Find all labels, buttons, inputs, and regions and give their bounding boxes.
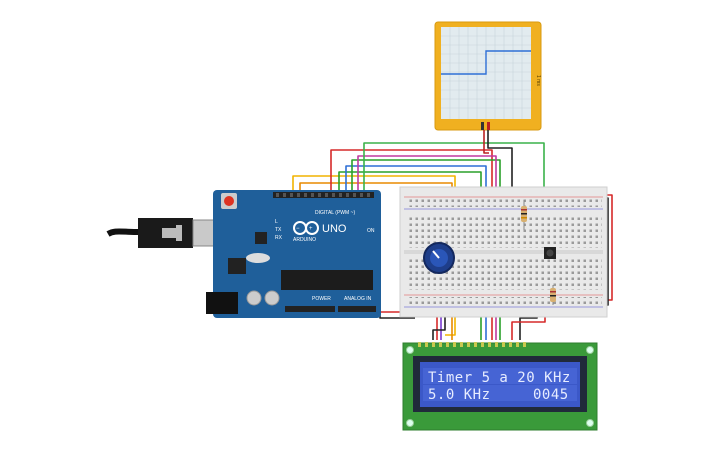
arduino-uno-board[interactable]: DIGITAL (PWM ~) − + UNO ARDUINO L TX RX … <box>206 190 381 318</box>
lcd-line-1: Timer 5 a 20 KHz <box>428 370 571 386</box>
power-header[interactable] <box>285 306 335 312</box>
mount-hole-tr <box>586 346 594 354</box>
breadboard[interactable] <box>399 186 608 318</box>
on-label: ON <box>367 228 375 234</box>
led-tx-label: TX <box>275 227 282 233</box>
potentiometer-pointer <box>432 250 440 259</box>
brand-label: ARDUINO <box>293 237 316 243</box>
wire-red-scope <box>483 130 489 154</box>
power-jack[interactable] <box>206 292 238 314</box>
mount-hole-bl <box>406 419 414 427</box>
wire-black-scope <box>487 130 513 195</box>
regulator <box>228 258 246 274</box>
bottom-rail-holes[interactable] <box>406 297 602 305</box>
resistor-2[interactable] <box>550 285 556 305</box>
model-label: UNO <box>322 223 347 235</box>
capacitor-2 <box>264 290 280 306</box>
oscilloscope-trace <box>441 50 531 75</box>
top-rail-holes[interactable] <box>406 199 602 207</box>
analog-header[interactable] <box>338 306 376 312</box>
logo-minus: − <box>296 226 300 232</box>
power-label: POWER <box>312 296 331 302</box>
lcd-line-2-right: 0045 <box>533 387 569 403</box>
lcd-pins[interactable] <box>418 342 526 347</box>
oscilloscope[interactable]: 1 ms <box>434 21 542 131</box>
usb-chip <box>255 232 267 244</box>
resistor-1[interactable] <box>521 200 527 230</box>
push-button[interactable] <box>544 247 556 259</box>
potentiometer[interactable] <box>423 242 455 274</box>
usb-cable[interactable] <box>106 218 232 248</box>
led-l-label: L <box>275 219 278 225</box>
crystal <box>246 253 270 263</box>
mount-hole-br <box>586 419 594 427</box>
mount-hole-tl <box>406 346 414 354</box>
arduino-logo: − + <box>293 221 319 235</box>
oscilloscope-timebase-label: 1 ms <box>535 75 541 86</box>
usb-icon <box>162 225 182 241</box>
scope-probe-neg[interactable] <box>481 122 484 130</box>
analog-label: ANALOG IN <box>344 296 372 302</box>
wire-green-scope <box>363 142 545 215</box>
scope-probe-pos[interactable] <box>487 122 490 130</box>
capacitor-1 <box>246 290 262 306</box>
digital-header[interactable] <box>273 192 374 198</box>
digital-label: DIGITAL (PWM ~) <box>315 210 355 216</box>
atmega-chip <box>281 270 373 290</box>
led-rx-label: RX <box>275 235 283 241</box>
lcd-line-2-left: 5.0 KHz <box>428 387 491 403</box>
logo-plus: + <box>309 226 313 232</box>
lcd-char-cells <box>423 368 577 401</box>
lcd-module[interactable]: Timer 5 a 20 KHz 5.0 KHz 0045 <box>402 342 598 431</box>
usb-cable-cord <box>106 228 141 237</box>
reset-button[interactable] <box>224 196 234 206</box>
